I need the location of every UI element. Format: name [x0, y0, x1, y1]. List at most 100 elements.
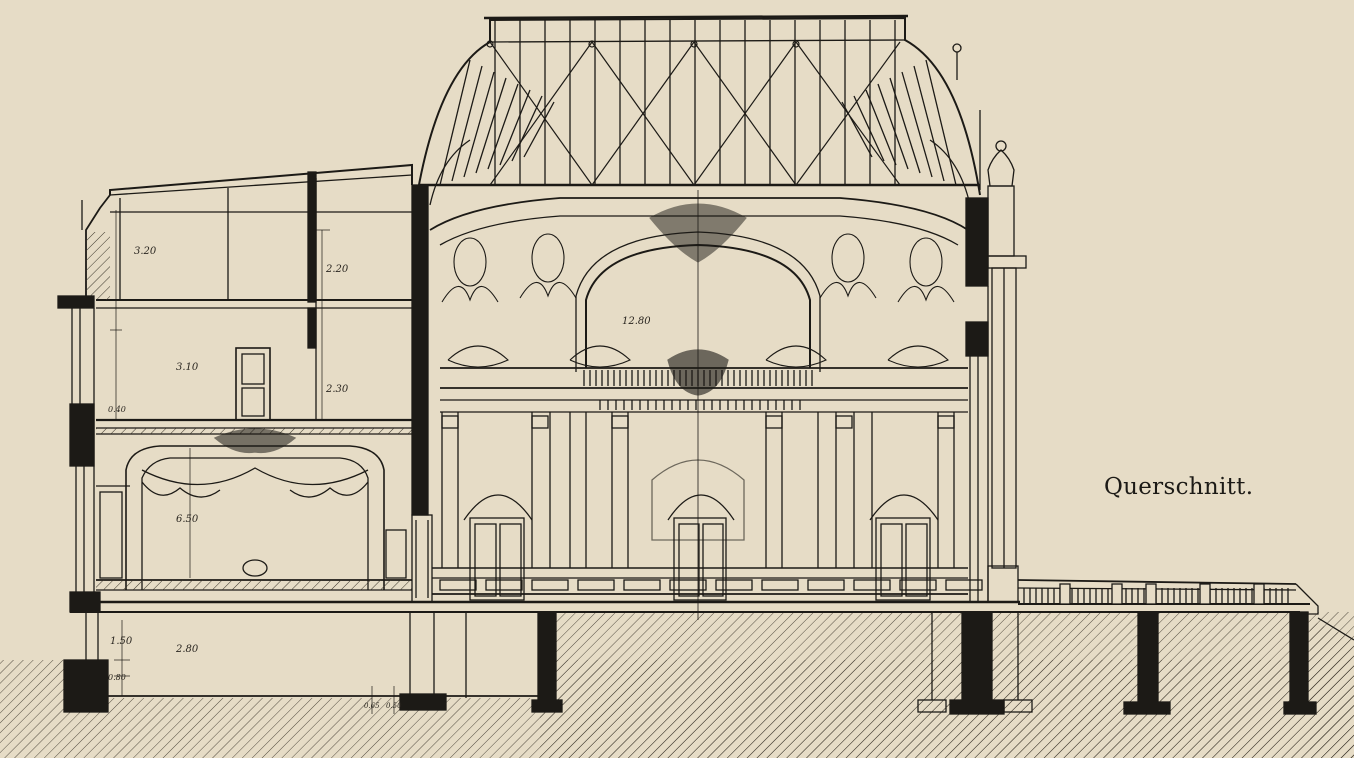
door-pediment	[869, 494, 939, 521]
pilaster-capital	[611, 415, 629, 429]
plinth-panel	[761, 579, 799, 591]
door-frame	[469, 517, 525, 601]
roof-brace	[591, 41, 695, 186]
door-leaf	[499, 523, 522, 597]
ornament-scroll	[819, 281, 877, 299]
right-foundations	[917, 611, 1317, 715]
dome-rib	[865, 89, 897, 166]
ornament-panel	[569, 345, 631, 368]
pilaster-capital	[531, 415, 549, 429]
terrace-post	[1059, 583, 1071, 605]
plinth-panel	[899, 579, 937, 591]
dim-floor-left: 3.10	[176, 362, 199, 373]
dim-basement-lower: 0.80	[108, 673, 126, 682]
pilaster-capital	[441, 415, 459, 429]
attic-roof	[81, 163, 413, 420]
terrace-post	[1253, 583, 1265, 605]
dim-footing-a: 0.65	[364, 702, 380, 710]
dome-rib	[877, 83, 909, 170]
door-pediment	[463, 494, 533, 521]
plinth-panel	[853, 579, 891, 591]
dim-basement-height: 2.80	[175, 644, 199, 655]
roof-node	[690, 40, 698, 48]
terrace-balustrade	[1017, 579, 1354, 641]
dome-rib	[889, 77, 921, 174]
dome-rib	[475, 77, 507, 174]
dome-rib	[463, 71, 495, 178]
dim-floor-right: 2.30	[325, 384, 349, 395]
central-door-surround	[651, 459, 745, 541]
ornament-medallion	[909, 237, 943, 287]
glass-dome-roof	[417, 14, 981, 206]
terrace-post	[1199, 583, 1211, 605]
central-wall	[411, 184, 433, 603]
roof-node	[588, 40, 596, 48]
ornament-medallion	[531, 233, 565, 283]
plinth-panel	[485, 579, 523, 591]
left-exterior-wall	[57, 295, 109, 713]
central-crest	[649, 203, 747, 263]
roof-node	[486, 40, 494, 48]
dim-hall-height: 12.80	[622, 316, 651, 327]
salon-room	[96, 428, 412, 591]
dim-basement-upper: 1.50	[110, 636, 133, 647]
roof-brace	[795, 41, 901, 186]
dim-salon-height: 6.50	[176, 514, 199, 525]
dome-rib	[913, 65, 945, 182]
ornament-panel	[887, 345, 949, 368]
dimension-labels: 3.20 2.20 3.10 2.30 0.40 12.80 6.50 1.50…	[108, 246, 651, 710]
dome-rib	[853, 95, 885, 162]
door-leaf	[702, 523, 724, 597]
ornament-medallion	[831, 233, 865, 283]
dimension-lines	[110, 210, 395, 714]
door-leaf	[880, 523, 903, 597]
door-frame	[673, 517, 727, 601]
ornament-panel	[447, 345, 509, 368]
drawing-caption: Querschnitt.	[1104, 474, 1254, 500]
ornament-panel	[765, 345, 827, 368]
terrace-post	[1145, 583, 1157, 605]
plinth-panel	[623, 579, 661, 591]
dim-attic-upper: 3.20	[134, 246, 157, 257]
pilaster-capital	[937, 415, 955, 429]
door-leaf	[678, 523, 700, 597]
terrace-post	[1111, 583, 1123, 605]
dome-rib	[511, 95, 543, 162]
dome-rib	[451, 65, 483, 182]
ornament-medallion	[453, 237, 487, 287]
dome-rib	[487, 83, 519, 170]
dim-attic-right: 2.20	[325, 264, 349, 275]
plinth-panel	[807, 579, 845, 591]
ornament-scroll	[519, 281, 577, 299]
dim-ledge: 0.40	[108, 405, 126, 414]
door-leaf	[905, 523, 928, 597]
door-frame	[875, 517, 931, 601]
dome-rib	[439, 59, 471, 186]
great-hall	[429, 190, 983, 620]
pilaster-capital	[835, 415, 853, 429]
ornament-scroll	[897, 285, 955, 303]
ornament-scroll	[441, 285, 499, 303]
plinth-panel	[439, 579, 477, 591]
door-pediment	[667, 494, 735, 521]
right-exterior-wall	[952, 43, 1027, 603]
plinth-panel	[531, 579, 569, 591]
dome-rib	[499, 89, 531, 166]
plinth-panel	[669, 579, 707, 591]
dim-footing-b: 0.50	[386, 702, 402, 710]
door-leaf	[474, 523, 497, 597]
pilaster-capital	[765, 415, 783, 429]
dome-rib	[901, 71, 933, 178]
basement	[70, 600, 1300, 713]
dome-rib	[523, 101, 555, 158]
plinth-panel	[715, 579, 753, 591]
dome-rib	[841, 101, 873, 158]
upper-floor-room	[96, 347, 412, 435]
roof-brace	[693, 41, 797, 186]
plinth-panel	[945, 579, 983, 591]
roof-brace	[489, 41, 593, 186]
roof-node	[792, 40, 800, 48]
dome-rib	[925, 59, 957, 186]
